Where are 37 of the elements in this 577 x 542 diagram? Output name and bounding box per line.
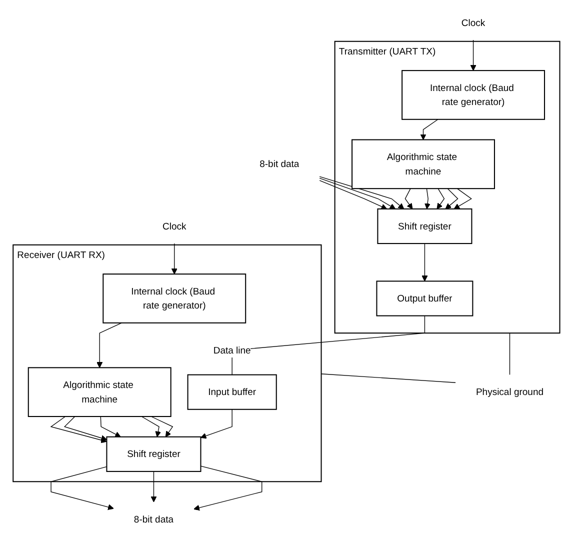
node-text: 8-bit data <box>134 514 174 524</box>
arrow <box>150 471 157 502</box>
node-box: Input buffer <box>187 374 277 410</box>
node-box: Internal clock (Baud rate generator) <box>102 274 246 324</box>
arrow <box>171 243 178 274</box>
arrow <box>96 322 122 368</box>
arrow <box>470 40 476 71</box>
node-box: Algorithmic state machine <box>352 139 495 190</box>
arrow <box>445 188 458 210</box>
connector <box>509 332 510 376</box>
node-text: Physical ground <box>476 386 544 398</box>
arrow <box>422 243 428 282</box>
arrow <box>150 416 174 438</box>
node-text: Clock <box>162 220 186 232</box>
arrow <box>200 409 232 439</box>
arrow <box>424 188 430 210</box>
node-text: Clock <box>461 16 486 28</box>
arrow <box>50 416 107 444</box>
node-box: Shift register <box>106 436 202 472</box>
arrow <box>454 188 472 210</box>
arrow <box>50 466 114 510</box>
edge-label: Data line <box>213 344 251 356</box>
arrow <box>100 416 121 438</box>
arrow <box>436 188 445 210</box>
node-box: Shift register <box>377 208 472 244</box>
arrow <box>194 466 262 511</box>
arrow <box>319 180 388 210</box>
arrow <box>404 188 413 210</box>
connector <box>232 315 426 376</box>
arrow <box>420 119 438 140</box>
arrow <box>141 416 162 438</box>
node-text: 8-bit data <box>260 158 300 170</box>
arrow <box>64 416 107 441</box>
node-box: Algorithmic state machine <box>28 367 172 418</box>
node-box: Output buffer <box>376 280 474 316</box>
connector <box>320 374 456 383</box>
node-box: Internal clock (Baud rate generator) <box>402 70 546 120</box>
